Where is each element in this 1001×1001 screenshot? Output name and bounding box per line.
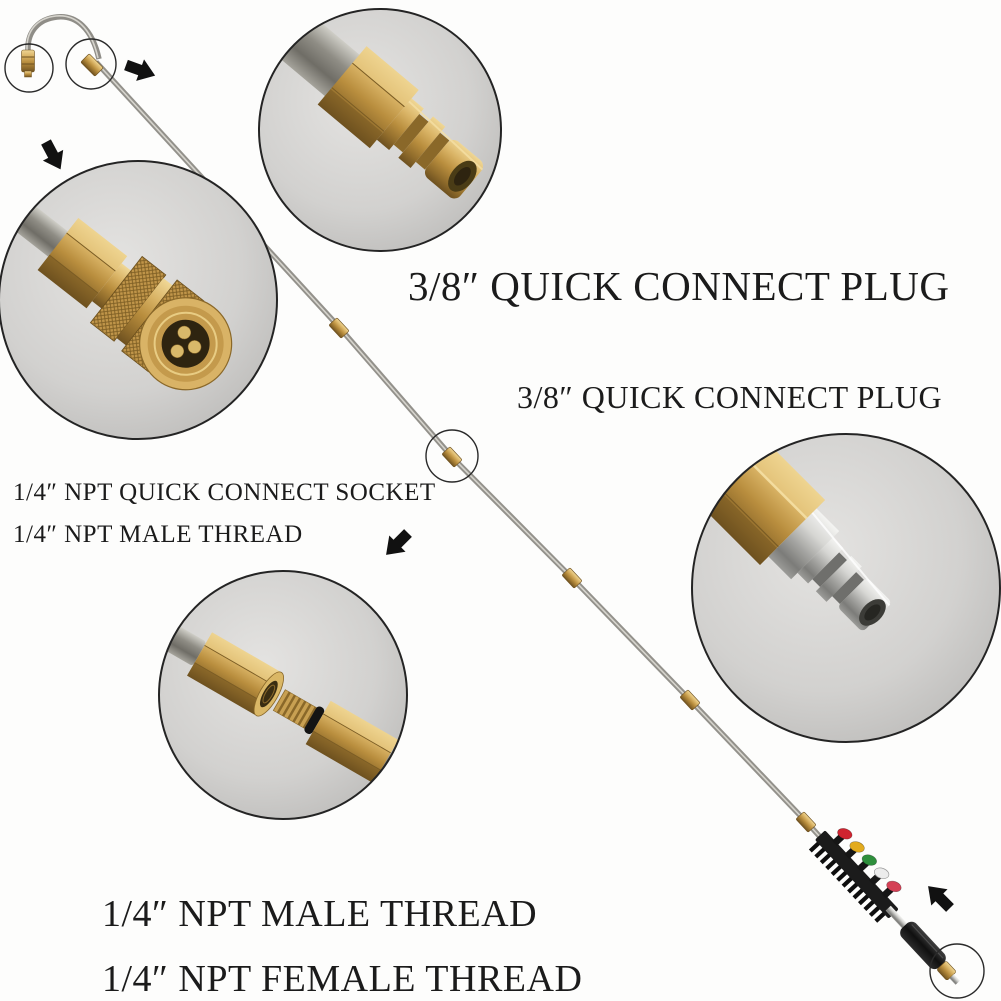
plug-profile — [376, 98, 484, 199]
handle-inlet-fitting — [937, 961, 956, 981]
label-female-thread-bottom: 1/4″ NPT FEMALE THREAD — [102, 958, 583, 1000]
socket-ball-bearing — [170, 344, 185, 358]
socket-knurled-collar — [89, 255, 167, 342]
handle-shaft — [885, 905, 910, 932]
inset-border — [258, 8, 502, 252]
inset-quick-connect-plug-top — [258, 8, 502, 252]
highlight-circles — [4, 38, 985, 999]
extension-wand — [21, 14, 855, 874]
nozzle-tip-white — [874, 867, 890, 879]
inset-quick-connect-socket — [0, 160, 278, 440]
label-quick-connect-plug-small: 3/8″ QUICK CONNECT PLUG — [517, 379, 943, 415]
highlight-circle-first-fitting — [65, 38, 117, 90]
nozzle-tip-red — [837, 828, 853, 840]
inset-thread-joint — [158, 570, 408, 820]
nozzle-tip-yellow — [849, 841, 865, 853]
arrow-right-down-icon — [122, 54, 160, 87]
handle-grip — [900, 921, 946, 970]
nozzle-tip-crimson — [886, 880, 902, 893]
gooseneck-nozzle-tip — [21, 49, 35, 78]
arrow-up-left-icon — [919, 877, 959, 917]
arrow-down-left-icon — [377, 524, 417, 564]
wand-fitting — [562, 567, 582, 589]
highlight-circle-handle-inlet — [929, 943, 985, 999]
wand-fitting — [442, 446, 462, 468]
nozzle-tip-green — [861, 854, 877, 866]
socket-face — [139, 297, 233, 391]
wand-fitting — [329, 317, 349, 339]
label-male-thread-left: 1/4″ NPT MALE THREAD — [13, 521, 303, 548]
female-thread-opening — [259, 680, 278, 708]
inset-border — [0, 160, 278, 440]
wand-fitting — [796, 811, 816, 833]
socket-ball-bearing — [177, 325, 192, 340]
inset-border — [691, 433, 1001, 743]
label-quick-connect-socket: 1/4″ NPT QUICK CONNECT SOCKET — [13, 479, 436, 506]
handle-inlet-pin — [949, 974, 960, 985]
female-hex-fitting — [187, 632, 284, 717]
wand-fitting — [680, 689, 700, 711]
highlight-circle-mid-fitting — [425, 429, 479, 483]
socket-hex-nut — [37, 218, 128, 309]
o-ring — [304, 706, 325, 735]
highlight-circle-gooseneck-tip — [4, 43, 54, 93]
joint-tube-right — [379, 750, 407, 816]
label-male-thread-bottom: 1/4″ NPT MALE THREAD — [102, 893, 538, 935]
arrow-down-right-icon — [35, 136, 71, 175]
nozzle-rail — [815, 831, 898, 918]
socket-ball-bearing — [187, 340, 202, 354]
plug-hex-nut — [317, 46, 419, 149]
wand-fitting — [81, 54, 103, 76]
inset-border — [158, 570, 408, 820]
nozzle-rail-fins — [808, 841, 886, 923]
male-hex-fitting — [305, 700, 399, 784]
gooseneck-end — [21, 14, 102, 78]
plug-chrome-profile — [768, 508, 891, 631]
label-quick-connect-plug-large: 3/8″ QUICK CONNECT PLUG — [408, 263, 950, 309]
